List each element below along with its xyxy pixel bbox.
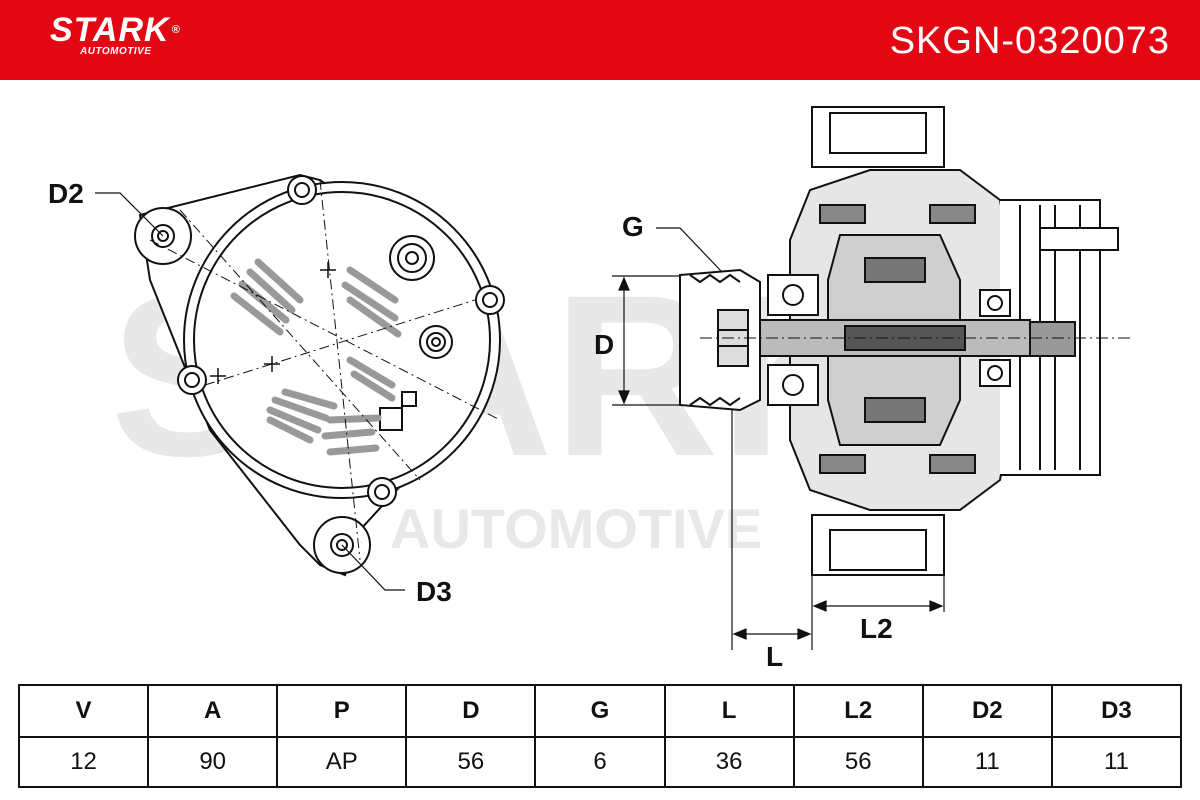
alternator-section-view [679, 106, 1130, 576]
spec-value: 90 [147, 736, 279, 788]
label-l2: L2 [860, 613, 893, 644]
spec-header-row: V A P D G L L2 D2 D3 [17, 684, 1183, 738]
alternator-front-view [134, 173, 505, 577]
label-d3: D3 [416, 576, 452, 607]
section-view-dimensions [612, 227, 945, 650]
spec-header: L [663, 684, 795, 738]
registered-icon: ® [171, 24, 181, 36]
spec-header: G [534, 684, 666, 738]
spec-value: 11 [1050, 736, 1183, 788]
watermark-sub: AUTOMOTIVE [390, 497, 762, 560]
label-d: D [594, 329, 614, 360]
spec-header: L2 [792, 684, 924, 738]
header-bar: STARK® AUTOMOTIVE SKGN-0320073 [0, 0, 1200, 80]
brand-subtitle: AUTOMOTIVE [80, 46, 152, 57]
spec-header: V [17, 684, 150, 738]
spec-header: A [147, 684, 279, 738]
brand-logo: STARK® AUTOMOTIVE [50, 12, 181, 57]
spec-value: 6 [534, 736, 666, 788]
spec-value: 12 [17, 736, 150, 788]
part-number: SKGN-0320073 [889, 20, 1170, 62]
label-d2: D2 [48, 178, 84, 209]
spec-value: 56 [792, 736, 924, 788]
label-g: G [622, 211, 644, 242]
spec-header: P [276, 684, 408, 738]
spec-table: V A P D G L L2 D2 D3 12 90 AP 56 6 36 56… [17, 684, 1183, 788]
spec-header: D3 [1050, 684, 1183, 738]
brand-name: STARK [50, 11, 170, 49]
spec-value-row: 12 90 AP 56 6 36 56 11 11 [17, 736, 1183, 788]
label-l: L [766, 641, 783, 672]
technical-drawing: STARK AUTOMOTIVE [48, 106, 1130, 672]
spec-value: 11 [921, 736, 1053, 788]
spec-value: AP [276, 736, 408, 788]
spec-value: 56 [405, 736, 537, 788]
spec-header: D [405, 684, 537, 738]
front-view-annotations [95, 192, 405, 591]
spec-header: D2 [921, 684, 1053, 738]
spec-value: 36 [663, 736, 795, 788]
